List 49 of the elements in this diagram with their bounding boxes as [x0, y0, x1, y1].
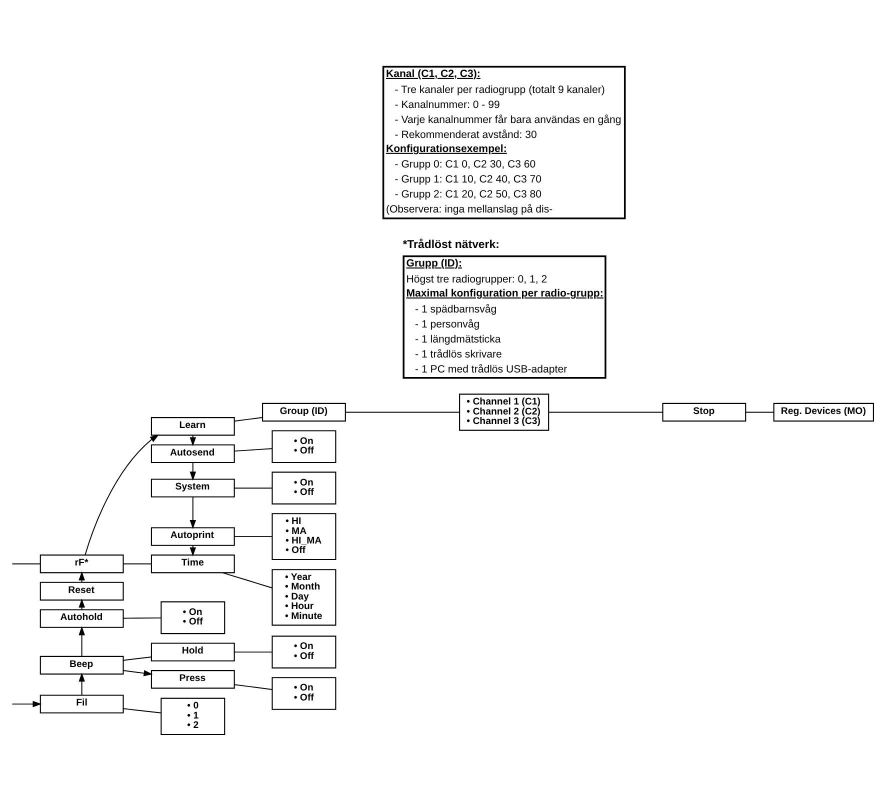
- node-box: Autosend: [150, 444, 235, 463]
- connector: [234, 487, 272, 488]
- arrow: [122, 670, 153, 676]
- arrow: [12, 700, 42, 707]
- arrow: [78, 672, 85, 695]
- node-label: *Trådlöst nätverk:: [402, 238, 500, 250]
- arrow: [84, 434, 160, 555]
- node-box: Reg. Devices (MO): [773, 402, 874, 422]
- connector: [234, 448, 272, 452]
- node-box: • HI • MA • HI_MA • Off: [272, 512, 336, 560]
- connector: [12, 562, 41, 564]
- connector: [122, 708, 162, 713]
- node-box: Press: [150, 670, 235, 688]
- node-box: • On • Off: [272, 430, 336, 463]
- node-box: Hold: [150, 642, 235, 661]
- node-box: Beep: [40, 655, 124, 674]
- node-box: • On • Off: [272, 471, 336, 504]
- node-box: Learn: [150, 416, 235, 436]
- node-box: System: [150, 478, 235, 497]
- node-box: Fil: [40, 694, 124, 713]
- connector: [122, 656, 152, 660]
- node-box: • On • Off: [272, 676, 336, 710]
- node-box: • On • Off: [272, 635, 336, 668]
- arrow: [78, 626, 85, 656]
- node-box: Reset: [40, 581, 124, 600]
- node-box: • Channel 1 (C1) • Channel 2 (C2) • Channel 3 (C3): [459, 393, 550, 430]
- connector: [234, 684, 272, 690]
- node-box: • 0 • 1 • 2: [160, 697, 226, 734]
- node-box: Autohold: [40, 608, 124, 628]
- arrow: [190, 496, 196, 528]
- node-box: Autoprint: [150, 526, 235, 546]
- connector: [548, 411, 664, 412]
- node-box: Grupp (ID): Högst tre radiogrupper: 0, 1, 2 Maximal konfiguration per radio-grupp: - 1 spädbarnsvåg - 1 personvåg - 1 längdmätsticka - 1 trådlös skrivare - 1 PC med trådlös USB-adapter: [402, 254, 606, 378]
- node-box: • On • Off: [160, 600, 226, 634]
- node-box: • Year • Month • Day • Hour • Minute: [272, 568, 336, 626]
- node-box: rF*: [40, 554, 124, 573]
- connector: [234, 536, 272, 537]
- node-box: Stop: [662, 402, 746, 422]
- connector: [122, 562, 152, 564]
- connector: [234, 651, 272, 652]
- node-box: Time: [150, 554, 235, 573]
- connector: [745, 411, 774, 412]
- node-box: Kanal (C1, C2, C3): - Tre kanaler per radiogrupp (totalt 9 kanaler) - Kanalnummer: 0 - 99 - Varje kanalnummer får bara användas en gång - Rekommenderat avstånd: 30 Konfigurationsexempel: - Grupp 0: C1 0, C2 30, C3 60 - Grupp 1: C1 10, C2 40, C3 70 - Grupp 2: C1 20, C2 50, C3 80 (Observera: inga mellanslag på dis-: [382, 65, 626, 219]
- connector: [234, 416, 263, 422]
- connector: [222, 572, 273, 588]
- arrow: [190, 462, 196, 480]
- node-box: Group (ID): [262, 402, 346, 422]
- connector: [345, 411, 460, 412]
- connector: [122, 616, 162, 618]
